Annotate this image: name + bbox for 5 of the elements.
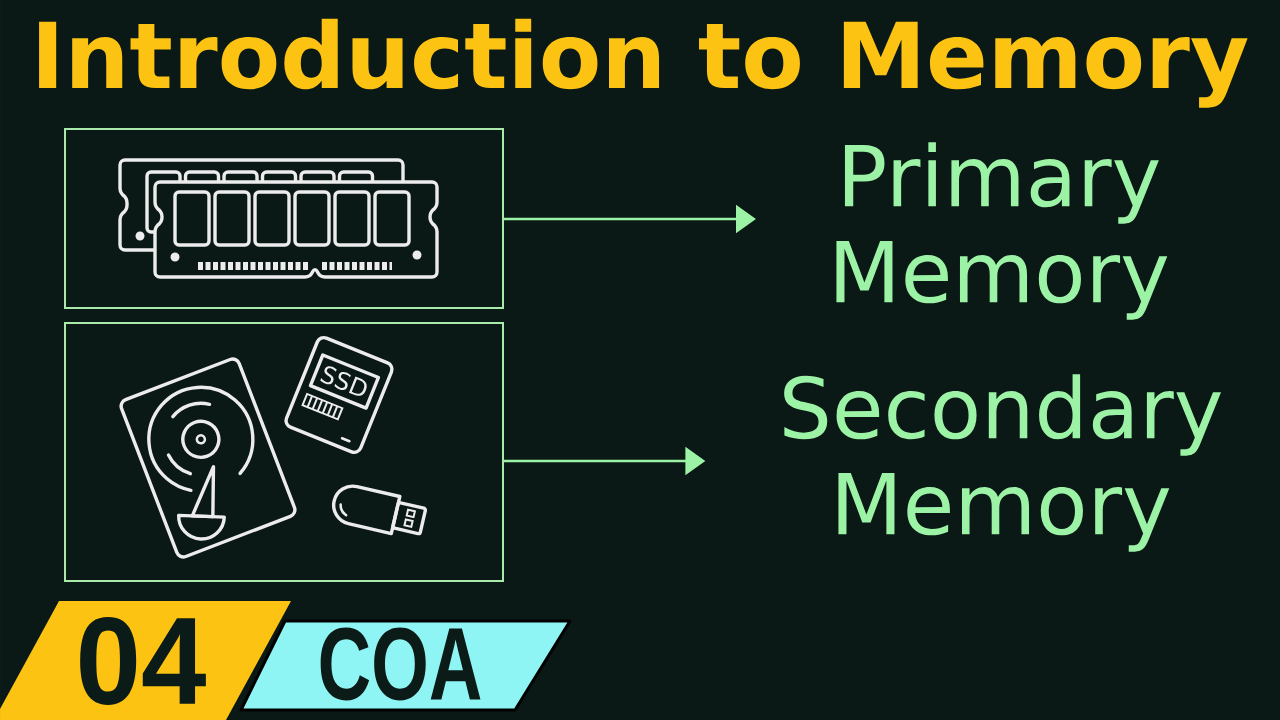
ssd-label: SSD [320, 366, 367, 396]
text-label: Primary Memory [836, 142, 1168, 320]
parallelogram-tag: COA [239, 619, 572, 712]
text-label: Secondary Memory [784, 374, 1221, 552]
title: Introduction to Memory [39, 18, 1248, 108]
